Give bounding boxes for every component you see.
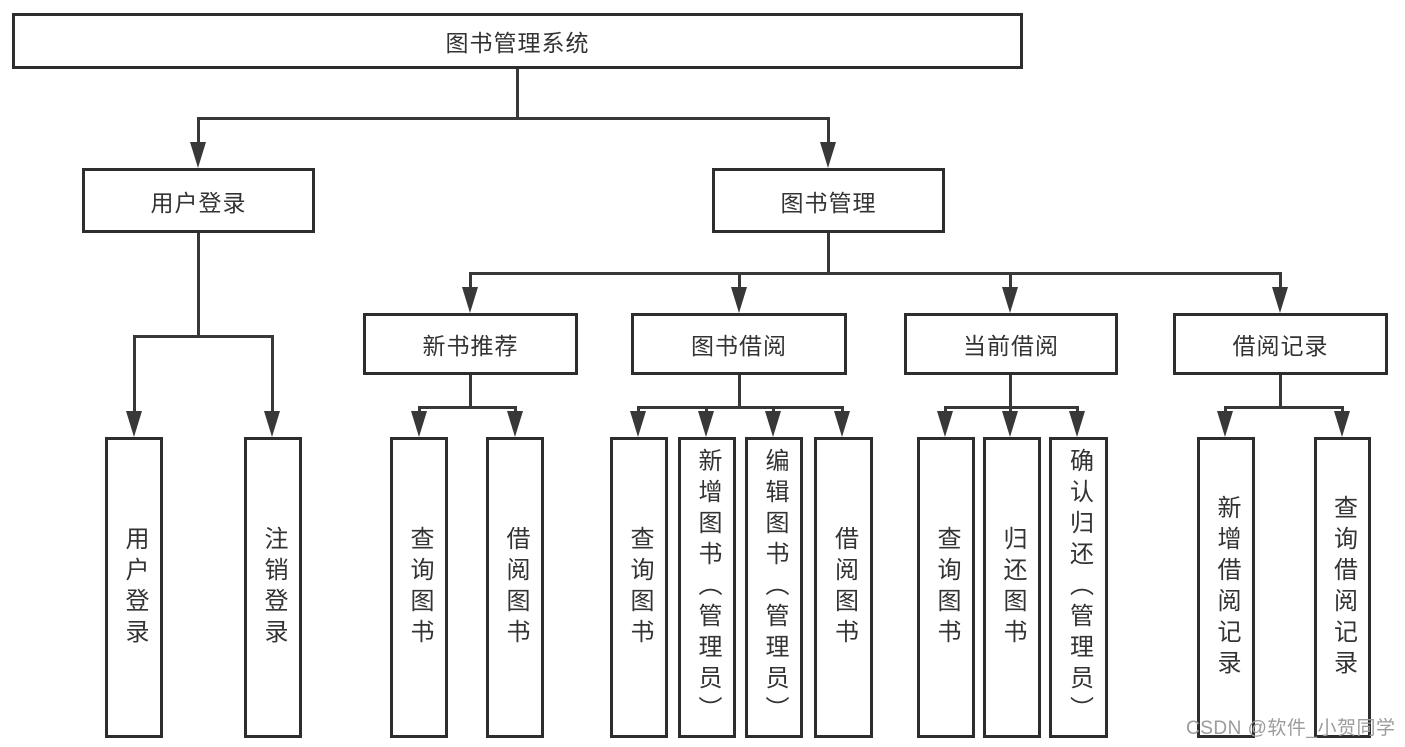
- leaf-label: 新增借阅记录: [1213, 494, 1240, 681]
- connector-bookborrow-branch: [637, 406, 844, 409]
- leaf-logout: 注销登录: [244, 437, 302, 738]
- connector-stub-current-borrow: [1009, 272, 1012, 292]
- arrow-new-book: [462, 287, 478, 313]
- connector-records-down: [1279, 375, 1282, 408]
- arrow-bb-edit: [765, 411, 781, 437]
- leaf-br-query-record: 查询借阅记录: [1314, 437, 1371, 738]
- leaf-label: 借阅图书: [502, 525, 529, 650]
- arrow-user-login: [190, 142, 206, 168]
- arrow-cb-return: [1002, 411, 1018, 437]
- connector-stub-new-book: [469, 272, 472, 292]
- arrow-cb-query: [937, 411, 953, 437]
- connector-userlogin-branch: [133, 335, 274, 338]
- arrow-leaf-login: [126, 411, 142, 437]
- connector-stub-book-borrow: [738, 272, 741, 292]
- leaf-label: 借阅图书: [830, 525, 858, 650]
- leaf-nb-query-books: 查询图书: [390, 437, 448, 738]
- leaf-label: 查询图书: [933, 525, 960, 650]
- arrow-cb-confirm: [1069, 411, 1085, 437]
- node-label: 当前借阅: [963, 333, 1059, 359]
- arrow-current-borrow: [1002, 287, 1018, 313]
- connector-bookmgmt-branch: [469, 272, 1282, 275]
- arrow-book-mgmt: [820, 142, 836, 168]
- node-library-management-system: 图书管理系统: [12, 13, 1023, 69]
- leaf-cb-query-books: 查询图书: [917, 437, 975, 738]
- node-new-book-recommend: 新书推荐: [363, 313, 578, 375]
- connector-stub-user-login: [197, 117, 200, 147]
- connector-newbook-down: [469, 375, 472, 408]
- leaf-label: 编辑图书（管理员）: [761, 448, 788, 727]
- node-label: 图书管理: [780, 189, 877, 216]
- leaf-cb-confirm-return-admin: 确认归还（管理员）: [1049, 437, 1108, 738]
- connector-currentborrow-down: [1009, 375, 1012, 408]
- connector-userlogin-down: [197, 233, 200, 338]
- arrow-nb-query: [411, 411, 427, 437]
- arrow-bb-borrow: [834, 411, 850, 437]
- connector-stub-leaf-logout: [271, 335, 274, 415]
- node-label: 用户登录: [150, 189, 247, 216]
- connector-stub-borrow-records: [1279, 272, 1282, 292]
- leaf-label: 新增图书（管理员）: [694, 448, 721, 727]
- connector-stub-book-mgmt: [827, 117, 830, 147]
- node-label: 借阅记录: [1232, 333, 1329, 359]
- connector-root-down: [516, 69, 519, 119]
- arrow-leaf-logout: [264, 411, 280, 437]
- arrow-bb-query: [630, 411, 646, 437]
- node-label: 图书管理系统: [445, 30, 590, 56]
- leaf-label: 确认归还（管理员）: [1065, 448, 1093, 727]
- leaf-bb-edit-books-admin: 编辑图书（管理员）: [745, 437, 803, 738]
- connector-newbook-branch: [418, 406, 517, 409]
- node-label: 新书推荐: [422, 333, 519, 359]
- connector-bookborrow-down: [738, 375, 741, 408]
- arrow-book-borrow: [731, 287, 747, 313]
- leaf-cb-return-books: 归还图书: [983, 437, 1041, 738]
- leaf-label: 用户登录: [121, 525, 148, 650]
- csdn-watermark: CSDN @软件_小贺同学: [1186, 718, 1396, 739]
- node-label: 图书借阅: [691, 333, 787, 359]
- leaf-label: 查询图书: [626, 525, 653, 650]
- arrow-borrow-records: [1272, 287, 1288, 313]
- node-current-borrowing: 当前借阅: [904, 313, 1118, 375]
- node-borrowing-records: 借阅记录: [1173, 313, 1388, 375]
- connector-records-branch: [1224, 406, 1343, 409]
- connector-stub-leaf-login: [133, 335, 136, 415]
- leaf-label: 查询借阅记录: [1329, 494, 1357, 681]
- connector-bookmgmt-down: [827, 233, 830, 275]
- arrow-br-add: [1217, 411, 1233, 437]
- leaf-user-login: 用户登录: [105, 437, 163, 738]
- node-book-management: 图书管理: [712, 168, 945, 233]
- leaf-bb-add-books-admin: 新增图书（管理员）: [678, 437, 736, 738]
- leaf-nb-borrow-books: 借阅图书: [486, 437, 544, 738]
- leaf-label: 注销登录: [260, 525, 287, 650]
- node-user-login: 用户登录: [82, 168, 315, 233]
- leaf-label: 查询图书: [406, 525, 433, 650]
- arrow-bb-add: [698, 411, 714, 437]
- leaf-label: 归还图书: [999, 525, 1026, 650]
- leaf-br-add-record: 新增借阅记录: [1197, 437, 1255, 738]
- connector-root-branch: [197, 117, 830, 120]
- arrow-nb-borrow: [507, 411, 523, 437]
- arrow-br-query: [1334, 411, 1350, 437]
- node-book-borrowing: 图书借阅: [631, 313, 847, 375]
- leaf-bb-borrow-books: 借阅图书: [814, 437, 873, 738]
- leaf-bb-query-books: 查询图书: [610, 437, 668, 738]
